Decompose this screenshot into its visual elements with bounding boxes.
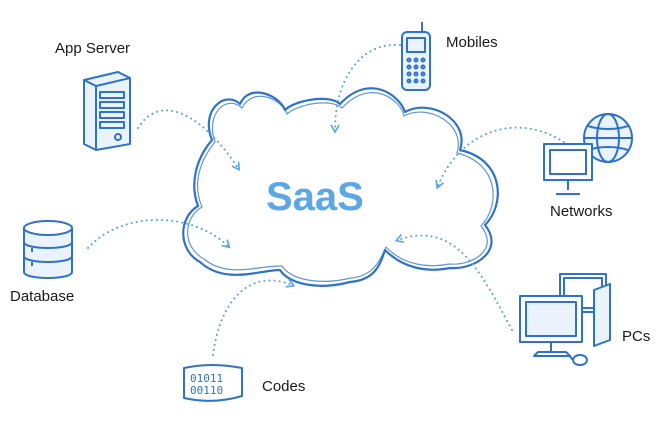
network-globe-icon xyxy=(543,113,633,195)
connector-networks xyxy=(435,126,569,190)
server-icon xyxy=(83,71,131,151)
codes-line-1: 01011 xyxy=(190,372,223,385)
desktop-pc-icon xyxy=(519,273,611,366)
connector-database xyxy=(87,219,231,249)
label-codes: Codes xyxy=(262,378,306,395)
label-database: Database xyxy=(10,288,75,305)
connector-codes xyxy=(212,278,296,356)
cloud-shape xyxy=(182,87,499,287)
label-mobiles: Mobiles xyxy=(446,34,498,51)
code-sheet-icon: 01011 00110 xyxy=(183,364,243,402)
codes-line-2: 00110 xyxy=(190,384,223,397)
label-app-server: App Server xyxy=(55,40,131,57)
connector-pcs xyxy=(394,234,513,331)
label-pcs: PCs xyxy=(622,328,651,345)
database-icon xyxy=(23,220,73,279)
saas-title: SaaS xyxy=(266,175,364,219)
mobile-phone-icon xyxy=(401,22,431,91)
label-networks: Networks xyxy=(550,203,613,220)
connectors xyxy=(87,43,569,356)
connector-app-server xyxy=(137,109,240,172)
